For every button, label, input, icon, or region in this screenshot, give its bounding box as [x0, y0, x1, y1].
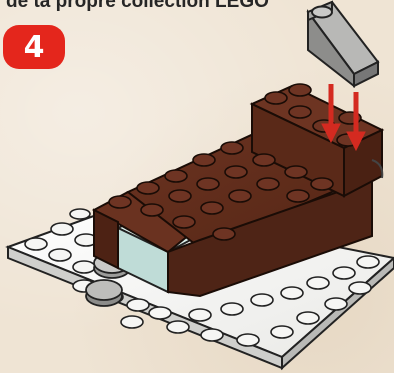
slope-brick-icon: [308, 2, 378, 86]
